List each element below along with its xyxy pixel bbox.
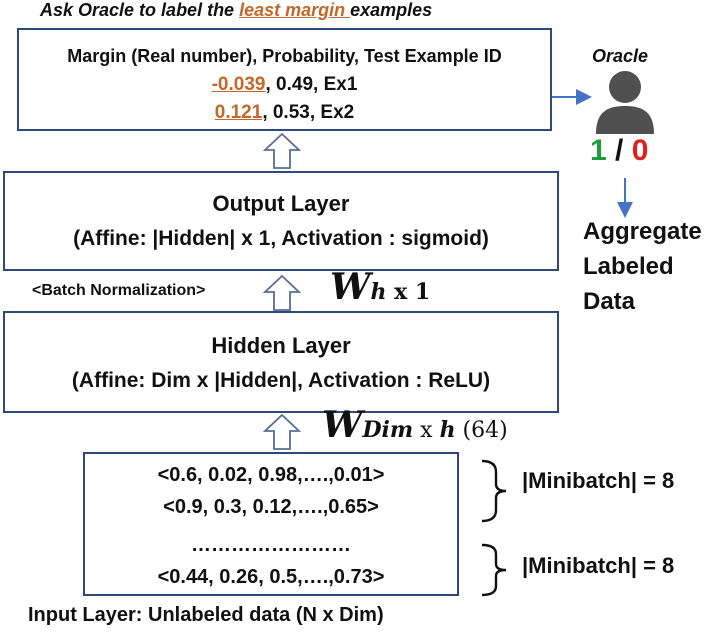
- output-layer-title: Output Layer: [212, 191, 350, 216]
- margin-row-rest: , 0.53, Ex2: [262, 102, 355, 123]
- aggregate-line: Data: [583, 288, 636, 315]
- aggregate-line: Labeled: [583, 253, 674, 280]
- input-data-box: <0.6, 0.02, 0.98,….,0.01> <0.9, 0.3, 0.1…: [83, 452, 459, 596]
- input-ellipsis-row: ……………………: [191, 534, 351, 556]
- w-subscript-paren: (64): [455, 418, 508, 443]
- w-subscript-h: h: [439, 417, 456, 443]
- input-vector-row: <0.9, 0.3, 0.12,….,0.65>: [163, 496, 379, 518]
- header-highlight: least margin: [239, 0, 351, 20]
- w-symbol: W: [330, 266, 371, 308]
- margin-box-title: Margin (Real number), Probability, Test …: [67, 46, 502, 66]
- margin-row-2: 0.121, 0.53, Ex2: [19, 102, 550, 124]
- hidden-layer-title: Hidden Layer: [211, 333, 351, 358]
- margin-value: -0.039: [211, 74, 266, 95]
- header-suffix: examples: [350, 0, 433, 20]
- hidden-layer-subtitle: (Affine: Dim x |Hidden|, Activation : Re…: [71, 369, 491, 392]
- oracle-no: 0: [631, 134, 649, 167]
- up-arrow-icon: [262, 274, 302, 311]
- brace-icon: [481, 459, 507, 523]
- up-arrow-icon: [262, 132, 302, 169]
- w-symbol: W: [322, 404, 363, 446]
- input-vector-row: <0.44, 0.26, 0.5,….,0.73>: [157, 566, 385, 588]
- oracle-label: Oracle: [592, 46, 649, 66]
- brace-icon: [481, 543, 507, 597]
- margin-row-1: -0.039, 0.49, Ex1: [19, 74, 550, 96]
- margin-box: Margin (Real number), Probability, Test …: [17, 28, 552, 131]
- minibatch-label: |Minibatch| = 8: [522, 468, 675, 493]
- output-layer-subtitle: (Affine: |Hidden| x 1, Activation : sigm…: [73, 227, 489, 250]
- aggregate-label: Aggregate Labeled Data: [583, 214, 702, 319]
- w-output-weight: Wh x 1: [330, 266, 430, 308]
- hidden-layer-box: Hidden Layer (Affine: Dim x |Hidden|, Ac…: [3, 311, 559, 413]
- aggregate-line: Aggregate: [583, 218, 702, 245]
- oracle-person-icon: [596, 71, 654, 134]
- input-layer-caption: Input Layer: Unlabeled data (N x Dim): [28, 604, 384, 626]
- oracle-sep: /: [606, 134, 632, 167]
- w-subscript-rest: x 1: [386, 279, 431, 305]
- oracle-label-choice: 1 / 0: [590, 134, 648, 168]
- w-subscript: h: [370, 279, 387, 305]
- margin-row-rest: , 0.49, Ex1: [265, 74, 358, 95]
- output-layer-box: Output Layer (Affine: |Hidden| x 1, Acti…: [3, 171, 559, 271]
- w-input-weight: WDim x h (64): [322, 404, 508, 446]
- minibatch-label: |Minibatch| = 8: [522, 553, 675, 578]
- margin-value: 0.121: [214, 102, 263, 123]
- batch-normalization-label: <Batch Normalization>: [32, 282, 206, 299]
- header-caption: Ask Oracle to label the least margin exa…: [40, 0, 432, 21]
- w-subscript-x: x: [413, 418, 440, 443]
- up-arrow-icon: [262, 413, 302, 450]
- oracle-yes: 1: [590, 134, 607, 167]
- w-subscript: Dim: [362, 417, 414, 443]
- input-vector-row: <0.6, 0.02, 0.98,….,0.01>: [157, 464, 385, 486]
- header-prefix: Ask Oracle to label the: [40, 0, 240, 20]
